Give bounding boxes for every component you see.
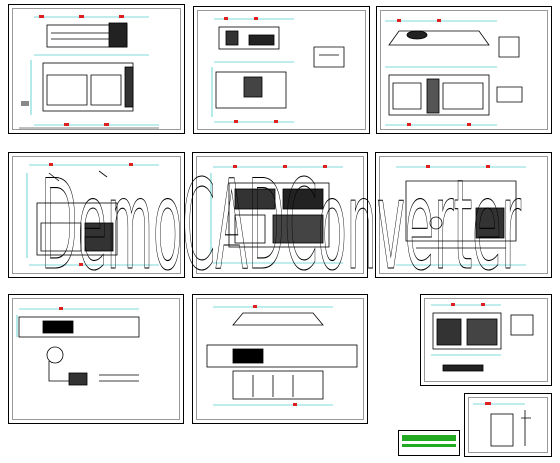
drawing-sheet-7[interactable] — [8, 294, 184, 424]
drawing-sheet-10[interactable] — [464, 393, 552, 457]
stamp-bar2 — [402, 444, 456, 447]
drawing-sheet-3[interactable] — [376, 6, 552, 134]
drawing-sheet-8[interactable] — [192, 294, 368, 424]
sheet-border — [197, 10, 366, 130]
sheet-5-drawing — [210, 165, 343, 264]
drawing-sheet-1[interactable] — [8, 4, 185, 134]
sheet-border — [468, 397, 548, 453]
sheet-2-drawing — [211, 17, 345, 123]
sheet-3-drawing — [385, 19, 523, 126]
sheet-border — [12, 298, 180, 420]
drawing-sheet-6[interactable] — [375, 152, 552, 278]
legend-stamp — [398, 430, 460, 456]
sheet-border — [424, 298, 548, 382]
sheet-8-drawing — [206, 305, 358, 406]
sheet-10-drawing — [473, 402, 531, 447]
sheet-9-drawing — [431, 303, 534, 372]
sheet-6-drawing — [396, 165, 526, 266]
drawing-sheet-5[interactable] — [192, 152, 368, 278]
sheet-4-drawing — [26, 163, 159, 266]
sheet-border — [196, 298, 364, 420]
sheet-border — [12, 156, 181, 274]
sheet-border — [196, 156, 364, 274]
sheet-1-drawing — [19, 15, 159, 129]
drawing-sheet-9[interactable] — [420, 294, 552, 386]
sheet-border — [12, 8, 181, 130]
drawing-sheet-4[interactable] — [8, 152, 185, 278]
sheet-border — [380, 10, 548, 130]
drawing-sheet-2[interactable] — [193, 6, 370, 134]
sheet-border — [379, 156, 548, 274]
sheet-7-drawing — [16, 307, 140, 386]
stamp-bar — [402, 435, 456, 441]
